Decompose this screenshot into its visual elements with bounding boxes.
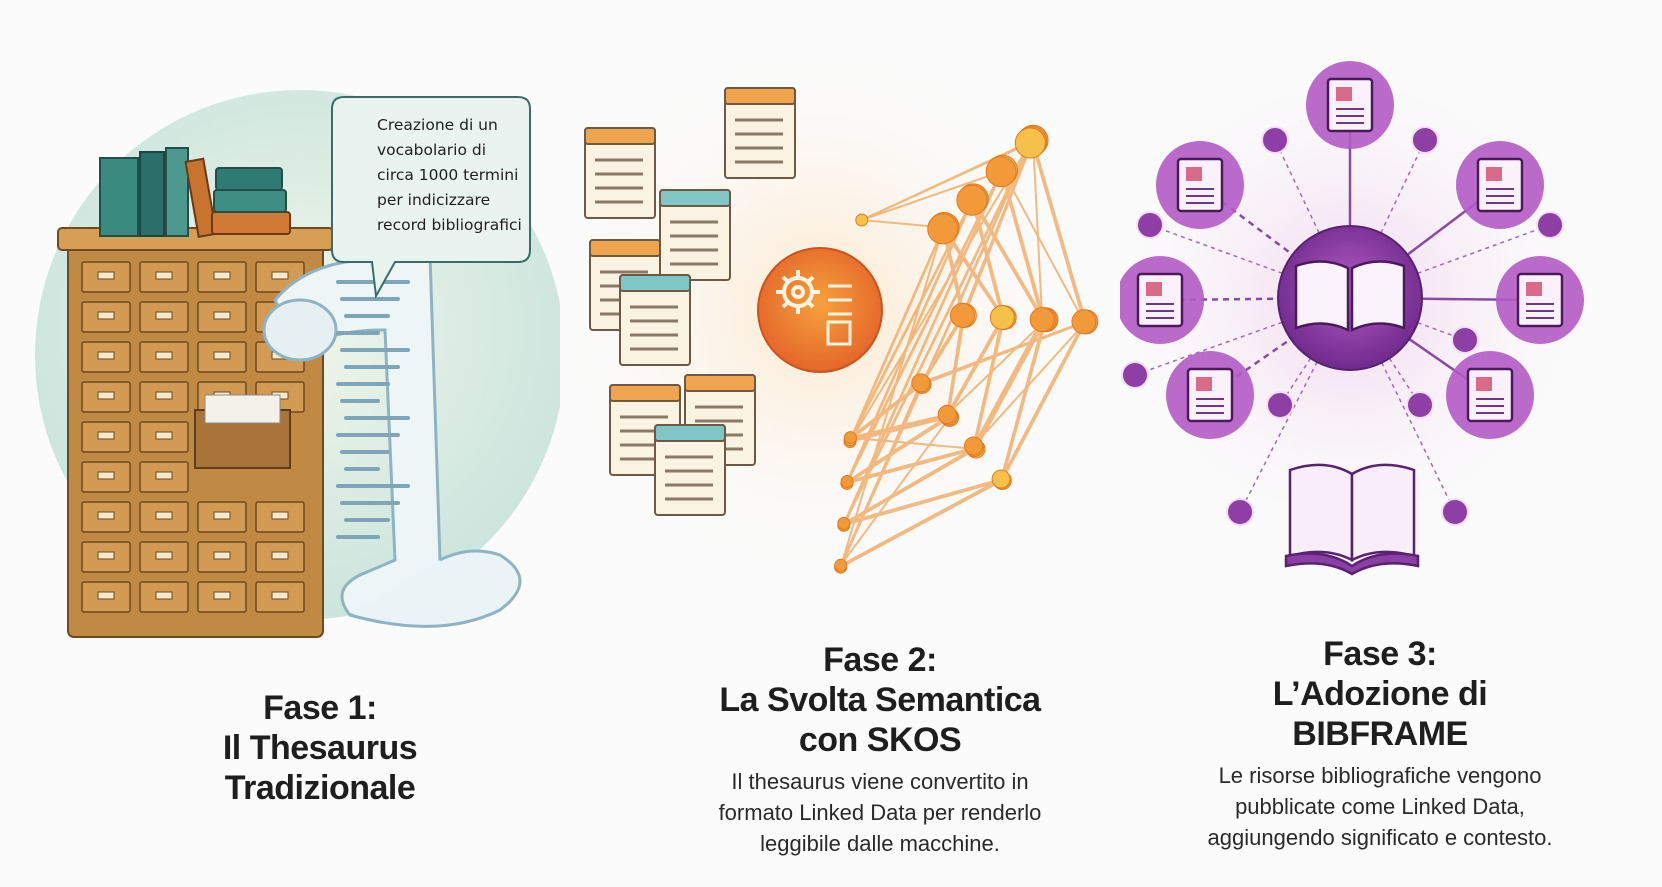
document-icon	[584, 127, 656, 219]
document-icon	[724, 87, 796, 179]
phase-3-desc-line-2: pubblicate come Linked Data,	[1235, 794, 1525, 819]
phase-3-desc-line-1: Le risorse bibliografiche vengono	[1218, 763, 1542, 788]
phase-3-panel: Fase 3: L’Adozione di BIBFRAME Le risors…	[1120, 0, 1662, 887]
link-node	[1136, 211, 1164, 239]
resource-icon	[1446, 351, 1534, 439]
phase-2-title-line-1: Fase 2:	[823, 641, 937, 679]
network-node	[837, 516, 851, 530]
phase-2-title-line-2: La Svolta Semantica	[719, 681, 1041, 719]
phase-1-title-line-3: Tradizionale	[224, 769, 416, 807]
phase-3-caption: Fase 3: L’Adozione di BIBFRAME Le risors…	[1120, 634, 1640, 853]
phase-2-desc-line-3: leggibile dalle macchine.	[760, 831, 1000, 856]
network-node	[985, 156, 1017, 188]
link-node	[1451, 326, 1479, 354]
network-node	[840, 474, 854, 488]
phase-2-desc-line-2: formato Linked Data per renderlo	[718, 800, 1042, 825]
phase-1-title: Fase 1: Il Thesaurus Tradizionale	[0, 688, 640, 808]
phase-2-illustration	[560, 40, 1099, 580]
network-node	[991, 469, 1011, 489]
monitor-play-icon	[1166, 351, 1254, 439]
gear-hub	[757, 247, 883, 373]
link-node	[1406, 391, 1434, 419]
link-node	[1121, 361, 1149, 389]
open-book-icon	[1294, 260, 1406, 332]
phase-2-title-line-3: con SKOS	[798, 721, 962, 759]
link-node	[1441, 498, 1469, 526]
phase-2-title: Fase 2: La Svolta Semantica con SKOS	[560, 640, 1200, 760]
phase-1-title-line-1: Fase 1:	[263, 689, 377, 727]
open-book-bottom-icon	[1284, 463, 1420, 576]
phase-2-desc-line-1: Il thesaurus viene convertito in	[731, 769, 1029, 794]
resource-icon	[1120, 256, 1204, 344]
resource-icon	[1156, 141, 1244, 229]
network-node	[1029, 307, 1055, 333]
network-node	[1014, 127, 1046, 159]
network-node	[855, 213, 869, 227]
network-node	[989, 304, 1015, 330]
callout-bubble	[331, 96, 531, 300]
network-node	[956, 184, 988, 216]
network-node	[1071, 309, 1097, 335]
phase-3-illustration	[1120, 30, 1620, 576]
network-node	[937, 404, 957, 424]
document-icon	[619, 274, 691, 366]
phase-2-panel: Fase 2: La Svolta Semantica con SKOS Il …	[560, 0, 1120, 887]
document-icon	[654, 424, 726, 516]
network-node	[927, 213, 959, 245]
link-node	[1261, 126, 1289, 154]
network-node	[963, 436, 983, 456]
phase-3-title-line-3: BIBFRAME	[1292, 715, 1468, 753]
phase-1-title-line-2: Il Thesaurus	[222, 729, 418, 767]
phase-3-title-line-1: Fase 3:	[1323, 635, 1437, 673]
network-node	[834, 558, 848, 572]
scroll-icon	[262, 253, 522, 628]
link-node	[1411, 126, 1439, 154]
phase-3-desc-line-3: aggiungendo significato e contesto.	[1207, 825, 1553, 850]
document-icon	[659, 189, 731, 281]
phase-1-illustration	[35, 90, 560, 638]
network-node	[843, 431, 857, 445]
books-icon	[99, 147, 291, 238]
gear-icon	[776, 270, 820, 314]
network-node	[949, 302, 975, 328]
link-node	[1226, 498, 1254, 526]
phase-3-title-line-2: L’Adozione di	[1272, 675, 1488, 713]
network-icon	[834, 124, 1099, 574]
phase-2-description: Il thesaurus viene convertito in formato…	[560, 766, 1200, 859]
resource-icon	[1496, 256, 1584, 344]
link-node	[1536, 211, 1564, 239]
network-node	[911, 373, 931, 393]
phase-2-caption: Fase 2: La Svolta Semantica con SKOS Il …	[560, 640, 1200, 859]
phase-1-panel: Creazione di un vocabolario di circa 100…	[0, 0, 560, 887]
phase-1-caption: Fase 1: Il Thesaurus Tradizionale	[0, 688, 640, 808]
phase-3-title: Fase 3: L’Adozione di BIBFRAME	[1120, 634, 1640, 754]
callout-text: Creazione di un vocabolario di circa 100…	[377, 116, 522, 234]
link-node	[1266, 391, 1294, 419]
resource-icon	[1306, 61, 1394, 149]
resource-icon	[1456, 141, 1544, 229]
phase-3-description: Le risorse bibliografiche vengono pubbli…	[1120, 760, 1640, 853]
